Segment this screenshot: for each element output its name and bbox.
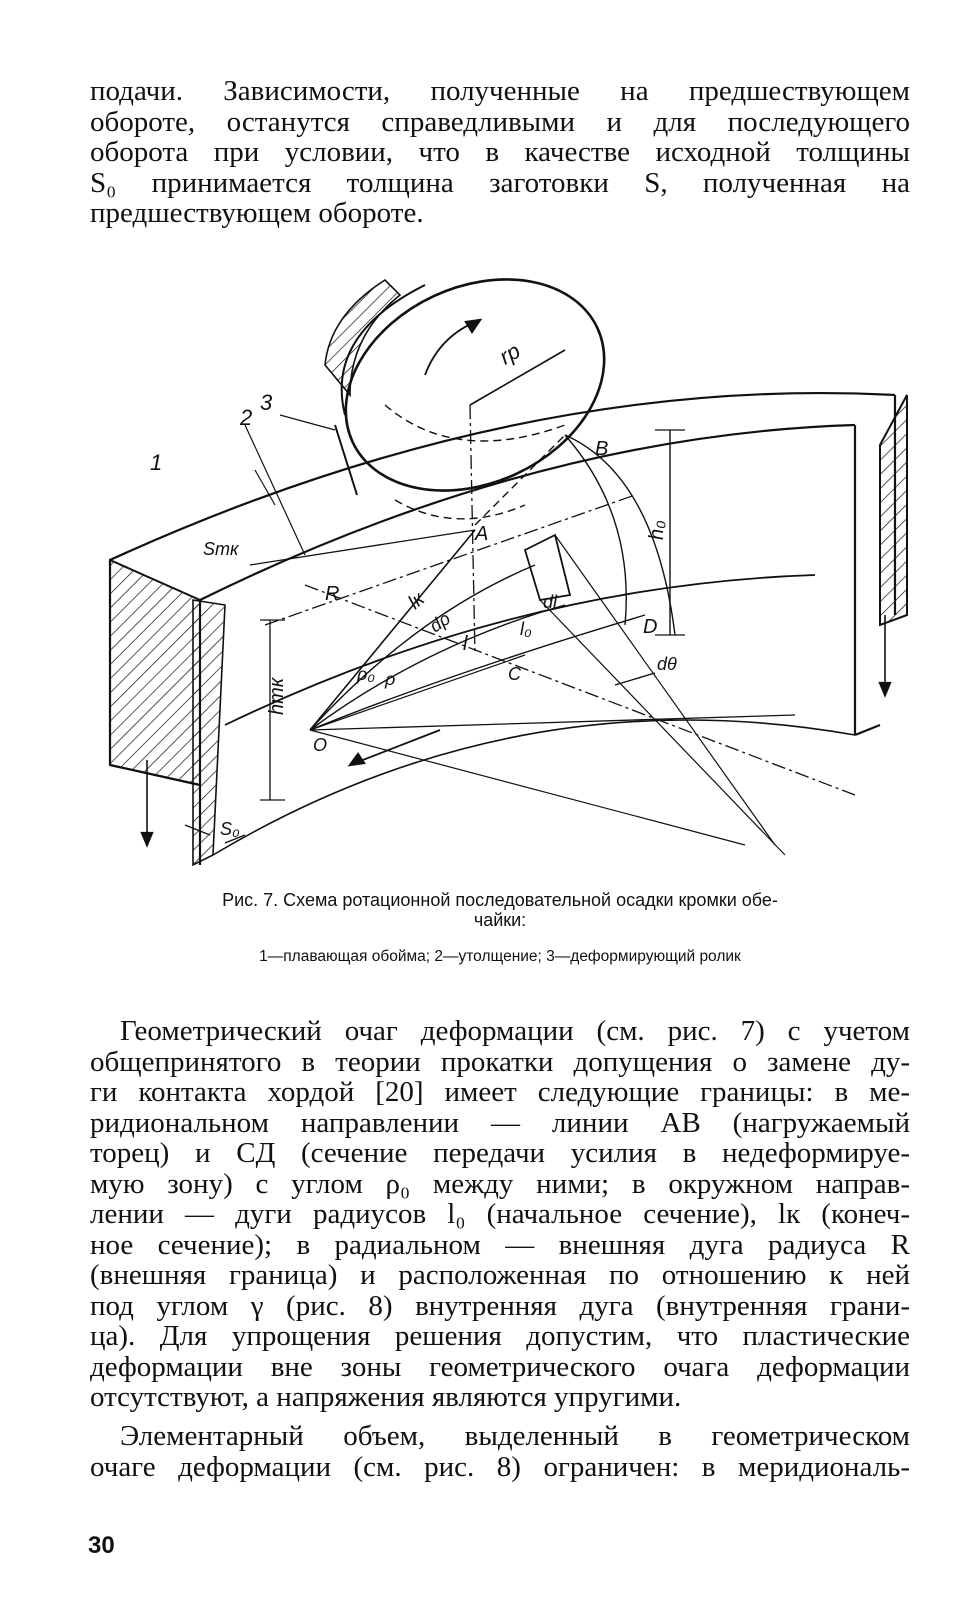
text-line: обороте, останутся справедливыми и для п… — [90, 105, 910, 138]
paragraph-main: Геометрический очаг деформации (см. рис.… — [90, 1016, 910, 1413]
text-line: предшествующем обороте. — [90, 197, 424, 229]
page-number: 30 — [88, 1532, 115, 1559]
roller-front-face — [344, 278, 606, 492]
text-line: ное сечение); в радиальном — внешняя дуг… — [90, 1228, 910, 1261]
label-D: D — [643, 616, 657, 638]
label-S0: S₀ — [220, 819, 240, 839]
caption-title-cont: чайки: — [473, 910, 527, 930]
label-htk: hтк — [266, 676, 288, 715]
text-line: ца). Для упрощения решения допустим, что… — [90, 1320, 910, 1352]
text-line: Геометрический очаг деформации (см. рис.… — [120, 1015, 910, 1047]
text-line: очаге деформации (см. рис. 8) ограничен:… — [90, 1450, 910, 1483]
label-l0: l₀ — [520, 619, 532, 639]
label-rho: ρ — [384, 669, 395, 689]
label-O: O — [313, 735, 327, 755]
label-l: l — [463, 633, 468, 655]
paragraph-top: подачи. Зависимости, полученные на предш… — [90, 76, 910, 229]
ring-top-outer-edge — [109, 391, 896, 562]
figure-legend: 1—плавающая обойма; 2—утолщение; 3—дефор… — [259, 948, 741, 965]
text-line: ридиональном направлении — линии AB (наг… — [90, 1106, 910, 1139]
text-line: S₀ принимается толщина заготовки S, полу… — [90, 166, 910, 199]
text-line: лении — дуги радиусов l₀ (начальное сече… — [90, 1198, 910, 1230]
label-lk: lк — [404, 587, 430, 614]
ring-top-inner-edge — [199, 423, 856, 601]
label-2: 2 — [239, 405, 252, 430]
figure-caption: Рис. 7. Схема ротационной последовательн… — [90, 890, 910, 930]
text-line: торец) и CД (сечение передачи усилия в н… — [90, 1137, 910, 1169]
label-3: 3 — [260, 390, 273, 415]
label-C: C — [508, 664, 522, 684]
label-A: A — [474, 523, 488, 545]
text-line: мую зону) с углом ρ₀ между ними; в окруж… — [90, 1167, 910, 1200]
figure-7-diagram: 1 2 3 rр B h₀ A Sтк R lк dρ dl l₀ D l ρ₀… — [95, 255, 915, 880]
label-rho0: ρ₀ — [356, 664, 375, 684]
left-hatched-section — [109, 558, 201, 787]
text-line: оборота при условии, что в качестве исхо… — [90, 136, 910, 168]
caption-title: Рис. 7. Схема ротационной последовательн… — [222, 890, 778, 910]
text-line: общепринятого в теории прокатки допущени… — [90, 1045, 910, 1078]
label-Stk: Sтк — [203, 539, 240, 559]
text-line: отсутствуют, а напряжения являются упруг… — [90, 1381, 682, 1413]
text-line: ги контакта хордой [20] имеет следующие … — [90, 1076, 910, 1108]
paragraph-last: Элементарный объем, выделенный в геометр… — [90, 1421, 910, 1482]
text-line: Элементарный объем, выделенный в геометр… — [120, 1420, 910, 1452]
text-line: под углом γ (рис. 8) внутренняя дуга (вн… — [90, 1289, 910, 1322]
label-1: 1 — [150, 450, 162, 475]
right-hatched-section — [879, 394, 908, 627]
label-h0: h₀ — [646, 520, 668, 540]
label-rp: rр — [495, 338, 524, 369]
label-dl: dl — [543, 592, 558, 612]
text-line: подачи. Зависимости, полученные на предш… — [90, 75, 910, 107]
text-line: (внешняя граница) и расположенная по отн… — [90, 1259, 910, 1291]
text-line: деформации вне зоны геометрического очаг… — [90, 1350, 910, 1383]
label-dtheta: dθ — [657, 654, 677, 674]
diagram-svg: 1 2 3 rр B h₀ A Sтк R lк dρ dl l₀ D l ρ₀… — [108, 278, 908, 867]
label-R: R — [325, 583, 339, 605]
inner-arc — [224, 574, 816, 726]
label-B: B — [595, 438, 608, 460]
